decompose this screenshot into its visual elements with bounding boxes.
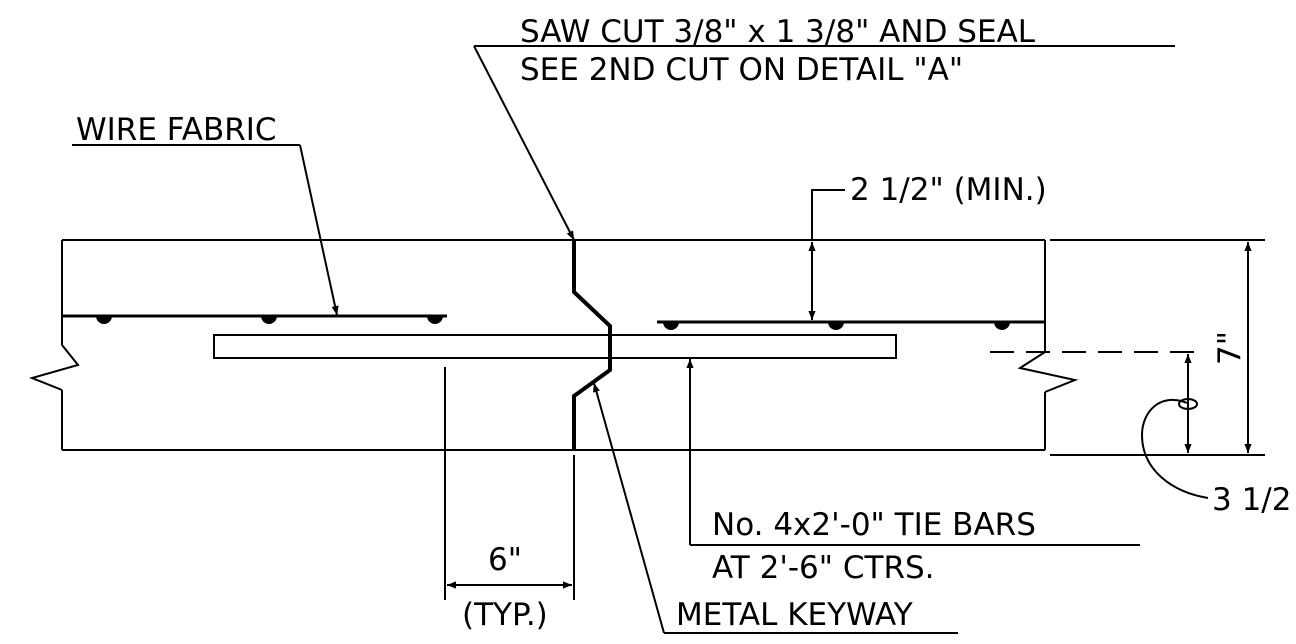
- tie-bars-label-line2: AT 2'-6" CTRS.: [712, 550, 935, 586]
- saw-cut-label-line1: SAW CUT 3/8" x 1 3/8" AND SEAL: [520, 14, 1036, 50]
- spacing-dimension: 6" (TYP.): [444, 367, 575, 633]
- cover-label: 2 1/2" (MIN.): [850, 172, 1047, 208]
- tie-bars-label-line1: No. 4x2'-0" TIE BARS: [712, 507, 1036, 543]
- wire-fabric-callout: WIRE FABRIC: [72, 112, 339, 316]
- thickness-dimension: 7": [1050, 239, 1265, 456]
- wire-fabric-left: [62, 314, 447, 324]
- wire-fabric-right: [657, 320, 1045, 330]
- half-depth-dimension: 3 1/2: [990, 351, 1291, 518]
- wire-fabric-label: WIRE FABRIC: [76, 112, 277, 148]
- keyway-label: METAL KEYWAY: [676, 597, 913, 633]
- thickness-label: 7": [1212, 331, 1248, 365]
- cover-dimension: 2 1/2" (MIN.): [808, 172, 1047, 320]
- metal-keyway: [572, 240, 612, 450]
- tie-bar: [213, 334, 897, 359]
- saw-cut-label-line2: SEE 2ND CUT ON DETAIL "A": [520, 52, 963, 88]
- tie-bars-callout: No. 4x2'-0" TIE BARS AT 2'-6" CTRS.: [686, 359, 1140, 586]
- spacing-label: 6": [488, 542, 522, 578]
- half-depth-label: 3 1/2: [1212, 482, 1291, 518]
- spacing-note: (TYP.): [462, 597, 548, 633]
- keyway-callout: METAL KEYWAY: [592, 382, 958, 634]
- slab-outline: [28, 239, 1079, 451]
- saw-cut-callout: SAW CUT 3/8" x 1 3/8" AND SEAL SEE 2ND C…: [473, 14, 1175, 241]
